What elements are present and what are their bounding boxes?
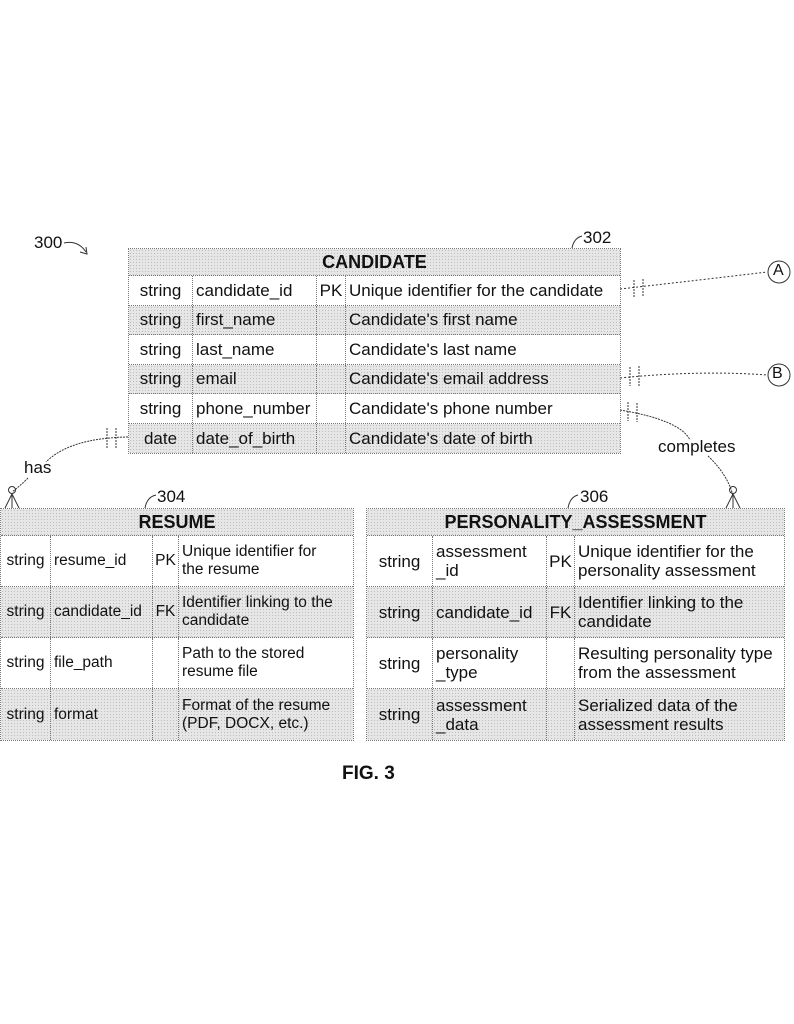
table-title: RESUME xyxy=(1,509,353,536)
cell-name: resume_id xyxy=(51,536,153,586)
cell-type: string xyxy=(1,587,51,637)
cell-name: format xyxy=(51,689,153,740)
cell-key xyxy=(547,638,575,688)
cell-key: PK xyxy=(153,536,179,586)
cell-desc: Candidate's first name xyxy=(349,310,518,330)
cell-type: string xyxy=(129,305,193,334)
has-label: has xyxy=(24,458,52,477)
cell-name: last_name xyxy=(193,335,317,364)
connector-b-label: B xyxy=(772,365,783,382)
cell-name: personality _type xyxy=(433,638,547,688)
cell-type: string xyxy=(367,587,433,637)
cell-desc: Candidate's email address xyxy=(349,369,549,389)
cell-type: string xyxy=(129,394,193,423)
table-title: PERSONALITY_ASSESSMENT xyxy=(367,509,784,536)
has-line-bottom xyxy=(11,477,29,493)
cell-name: candidate_id xyxy=(193,276,317,305)
connector-a-line xyxy=(619,271,768,290)
cell-key xyxy=(153,638,179,688)
cell-desc: Resulting personality type from the asse… xyxy=(578,644,773,682)
cell-desc: Path to the stored resume file xyxy=(182,645,305,680)
cell-name: assessment _data xyxy=(433,689,547,740)
cell-desc: Candidate's date of birth xyxy=(349,428,533,448)
completes-label: completes xyxy=(658,437,736,456)
arrow-head xyxy=(79,246,88,255)
cell-desc: Unique identifier for the resume xyxy=(182,543,317,578)
cell-name: email xyxy=(193,364,317,393)
candidate-ref: 302 xyxy=(583,228,612,247)
cell-desc: Candidate's last name xyxy=(349,339,517,359)
cell-type: string xyxy=(367,536,433,586)
cell-desc: Serialized data of the assessment result… xyxy=(578,695,738,734)
cell-type: string xyxy=(129,276,193,305)
cell-name: candidate_id xyxy=(433,587,547,637)
cell-name: first_name xyxy=(193,305,317,334)
cell-desc: Format of the resume (PDF, DOCX, etc.) xyxy=(182,696,331,732)
completes-line-bottom xyxy=(707,455,734,497)
table-title: CANDIDATE xyxy=(129,249,620,276)
cell-key xyxy=(153,689,179,740)
ref-304-leader xyxy=(144,494,157,509)
cell-key xyxy=(317,335,346,364)
connector-b-line xyxy=(619,372,768,379)
cell-key xyxy=(547,689,575,740)
cell-type: string xyxy=(1,536,51,586)
cell-name: phone_number xyxy=(193,394,317,423)
connector-a-label: A xyxy=(773,262,784,279)
cell-name: assessment _id xyxy=(433,536,547,586)
resume-ref: 304 xyxy=(157,487,186,506)
cell-key xyxy=(317,394,346,423)
completes-line-top xyxy=(619,409,691,441)
cell-key: PK xyxy=(317,276,346,305)
cell-key: PK xyxy=(547,536,575,586)
cell-key xyxy=(317,305,346,334)
cell-desc: Identifier linking to the candidate xyxy=(182,594,333,629)
cell-desc: Candidate's phone number xyxy=(349,398,553,418)
cell-type: date xyxy=(129,423,193,453)
cell-type: string xyxy=(367,638,433,688)
cell-desc: Unique identifier for the personality as… xyxy=(578,542,756,580)
cell-desc: Unique identifier for the candidate xyxy=(349,280,604,300)
connector-a-circle xyxy=(767,260,791,284)
ref-300-arrow xyxy=(63,241,87,253)
connector-b-circle xyxy=(767,363,791,387)
cell-key: FK xyxy=(547,587,575,637)
cell-name: file_path xyxy=(51,638,153,688)
diagram-ref-300: 300 xyxy=(34,233,63,252)
cell-desc: Identifier linking to the candidate xyxy=(578,593,744,631)
assessment-ref: 306 xyxy=(580,487,609,506)
cell-key xyxy=(317,364,346,393)
cell-name: date_of_birth xyxy=(193,423,317,453)
figure-label: FIG. 3 xyxy=(342,763,395,784)
ref-302-leader xyxy=(571,235,583,249)
cell-name: candidate_id xyxy=(51,587,153,637)
cell-type: string xyxy=(367,689,433,740)
cell-key xyxy=(317,423,346,453)
cell-type: string xyxy=(129,335,193,364)
cell-type: string xyxy=(1,689,51,740)
cell-key: FK xyxy=(153,587,179,637)
cell-type: string xyxy=(129,364,193,393)
ref-306-leader xyxy=(567,494,579,509)
cell-type: string xyxy=(1,638,51,688)
